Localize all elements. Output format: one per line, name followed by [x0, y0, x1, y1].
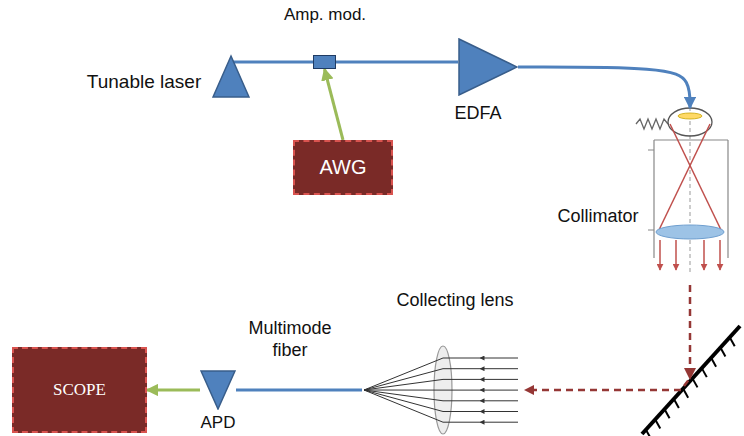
box-label: AWG — [319, 156, 366, 179]
component-label: Collecting lens — [396, 290, 513, 311]
oscilloscope-box: SCOPE — [12, 347, 147, 433]
symbol-outline — [212, 52, 250, 98]
laser-source: Tunable laser — [212, 52, 250, 98]
amplifier-triangle: EDFA — [458, 38, 518, 96]
lens-drawing — [364, 346, 518, 434]
component-label: Collimator — [557, 206, 638, 227]
beam-connector — [147, 389, 200, 392]
beam-connector — [325, 69, 344, 140]
beam-connector — [336, 61, 458, 64]
component-label: Tunable laser — [87, 71, 201, 93]
photodiode-triangle: APD — [200, 370, 236, 410]
collimator-drawing — [636, 100, 728, 272]
generator-box: AWG — [293, 140, 393, 195]
beam-connector — [250, 60, 313, 63]
component-label: EDFA — [454, 103, 501, 124]
component-label: Amp. mod. — [284, 5, 366, 25]
modulator-box: Amp. mod. — [313, 55, 336, 69]
beam-connector — [525, 285, 690, 390]
symbol-outline — [458, 38, 518, 96]
beam-connector — [518, 67, 690, 108]
collimator-assembly: Collimator — [640, 108, 740, 285]
component-label: APD — [201, 413, 236, 433]
symbol-outline — [200, 370, 236, 410]
beam-connector — [236, 389, 362, 392]
collecting-lens: Collecting lens — [362, 344, 525, 436]
fiber-label: Multimode fiber — [240, 318, 340, 361]
mirror — [642, 326, 740, 436]
box-label: SCOPE — [53, 380, 106, 400]
